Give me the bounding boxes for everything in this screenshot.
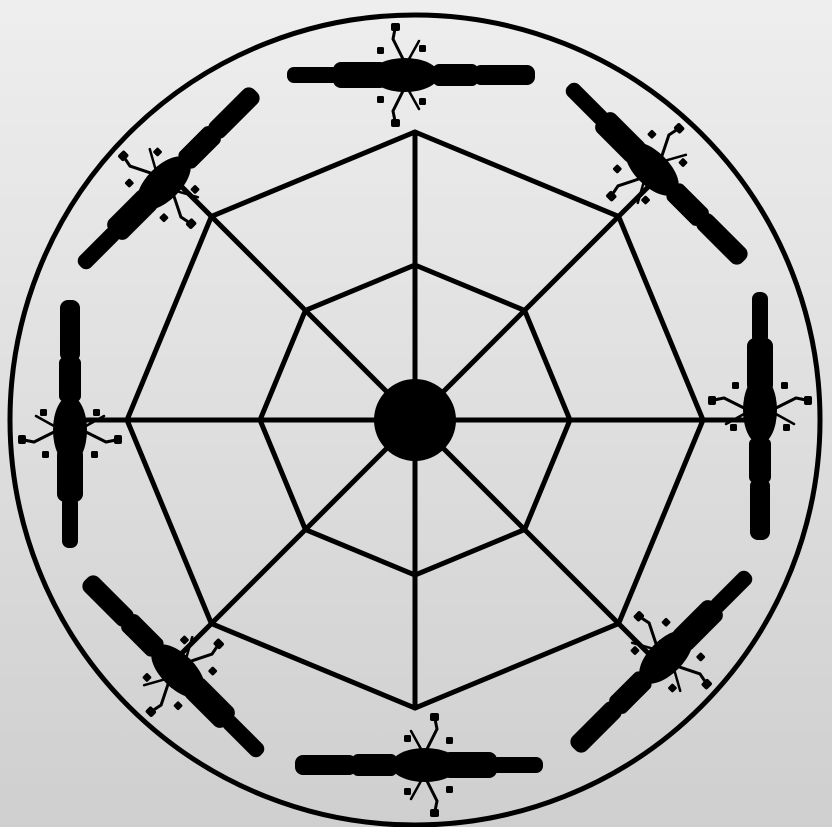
- center-hub: [374, 379, 456, 461]
